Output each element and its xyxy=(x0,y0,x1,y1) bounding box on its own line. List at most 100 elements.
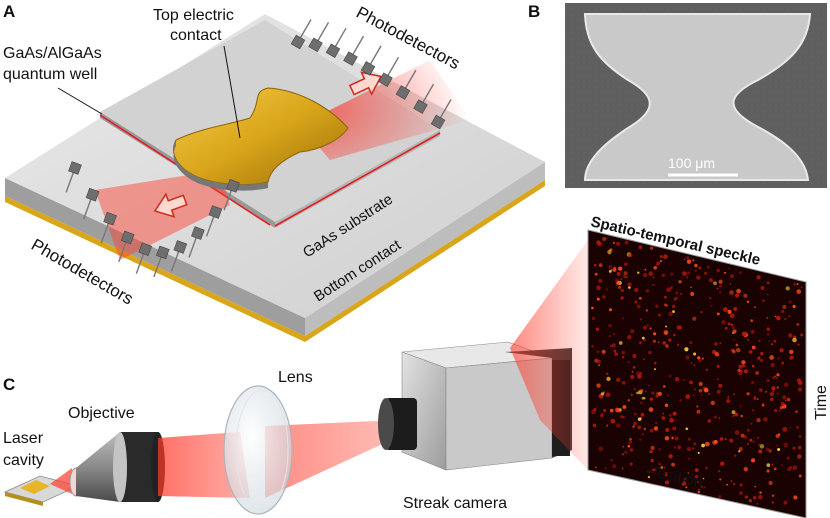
speckle-dot xyxy=(776,373,780,377)
speckle-dot xyxy=(621,356,625,359)
speckle-dot xyxy=(598,364,601,367)
speckle-dot xyxy=(597,359,601,364)
speckle-dot xyxy=(678,325,682,330)
speckle-dot xyxy=(730,274,734,279)
speckle-dot xyxy=(751,345,756,350)
label-lens: Lens xyxy=(278,369,313,386)
speckle-dot xyxy=(680,292,682,295)
speckle-dot xyxy=(708,278,713,283)
speckle-dot xyxy=(622,274,626,278)
speckle-dot xyxy=(672,426,677,431)
speckle-dot xyxy=(716,364,720,368)
speckle-dot xyxy=(648,271,654,276)
speckle-dot xyxy=(598,446,604,452)
speckle-dot xyxy=(661,273,666,278)
speckle-dot xyxy=(647,476,650,479)
photodetector-array-bottom xyxy=(65,161,240,278)
photodetector xyxy=(170,240,188,272)
scale-bar-label: 100 μm xyxy=(668,155,715,171)
speckle-dot xyxy=(606,424,609,427)
speckle-dot xyxy=(660,466,664,469)
speckle-dot xyxy=(616,271,621,276)
speckle-dot xyxy=(596,297,600,301)
speckle-dot xyxy=(737,368,741,372)
speckle-dot xyxy=(729,438,734,443)
speckle-dot xyxy=(774,315,777,318)
laser-chip-side xyxy=(5,492,43,506)
speckle-dot xyxy=(664,403,669,408)
speckle-dot xyxy=(759,444,765,449)
speckle-dot xyxy=(779,348,784,353)
speckle-dot xyxy=(734,430,740,435)
label-laser-cavity-2: cavity xyxy=(3,452,44,469)
speckle-dot xyxy=(727,322,731,326)
speckle-dot xyxy=(773,339,777,343)
panel-c: C Laser cavity xyxy=(3,213,830,518)
speckle-dot xyxy=(716,389,721,394)
photodetector xyxy=(135,242,153,274)
speckle-dot xyxy=(596,285,601,291)
speckle-dot xyxy=(724,438,727,441)
label-quantum-well-1: GaAs/AlGaAs xyxy=(3,45,102,62)
speckle-dot xyxy=(648,350,652,355)
speckle-dot xyxy=(646,324,649,327)
speckle-dot xyxy=(751,364,755,368)
speckle-dot xyxy=(662,341,666,345)
speckle-dot xyxy=(752,496,757,500)
speckle-dot xyxy=(681,481,687,486)
speckle-dot xyxy=(608,270,612,273)
speckle-dot xyxy=(668,338,672,342)
speckle-dot xyxy=(653,332,657,336)
speckle-dot xyxy=(698,266,702,270)
speckle-dot xyxy=(770,362,775,368)
speckle-dot xyxy=(685,427,689,431)
speckle-dot xyxy=(766,463,771,467)
speckle-dot xyxy=(630,393,634,397)
speckle-dot xyxy=(797,387,803,392)
speckle-dot xyxy=(686,259,692,264)
label-laser-cavity-1: Laser xyxy=(3,430,44,447)
speckle-dot xyxy=(640,318,643,321)
speckle-dot xyxy=(784,317,787,321)
beam-fan xyxy=(510,240,588,470)
laser-beam-2 xyxy=(265,420,400,498)
speckle-dot xyxy=(732,414,735,418)
speckle-dot xyxy=(773,467,777,471)
photodetector xyxy=(395,69,417,100)
speckle-dot xyxy=(637,374,642,379)
speckle-dot xyxy=(693,442,697,446)
speckle-dot xyxy=(707,392,710,395)
speckle-dot xyxy=(687,472,690,474)
speckle-dot xyxy=(782,395,787,400)
speckle-dot xyxy=(642,325,648,330)
speckle-dot xyxy=(661,416,666,420)
speckle-dot xyxy=(609,344,612,347)
speckle-dot xyxy=(784,382,789,387)
speckle-dot xyxy=(758,449,763,454)
speckle-dot xyxy=(726,483,729,486)
speckle-dot xyxy=(763,417,768,422)
speckle-dot xyxy=(754,485,757,488)
speckle-dot xyxy=(663,472,668,477)
speckle-dot xyxy=(656,261,661,266)
speckle-dot xyxy=(594,272,598,276)
speckle-dot xyxy=(704,441,710,447)
leader-quantum-well xyxy=(57,87,103,115)
speckle-dot xyxy=(735,343,739,347)
speckle-dot xyxy=(610,459,613,462)
speckle-dot xyxy=(732,349,736,354)
speckle-dot xyxy=(641,396,645,400)
speckle-dot xyxy=(645,289,650,293)
speckle-dot xyxy=(674,377,680,382)
photodetector xyxy=(153,245,170,278)
speckle-dot xyxy=(739,405,742,408)
speckle-dot xyxy=(692,447,695,450)
speckle-dot xyxy=(694,468,699,472)
speckle-dot xyxy=(672,411,677,416)
speckle-dot xyxy=(628,440,633,445)
speckle-dot xyxy=(710,304,713,307)
speckle-dot xyxy=(677,445,682,450)
speckle-dot xyxy=(692,259,695,262)
speckle-dot xyxy=(760,285,765,290)
